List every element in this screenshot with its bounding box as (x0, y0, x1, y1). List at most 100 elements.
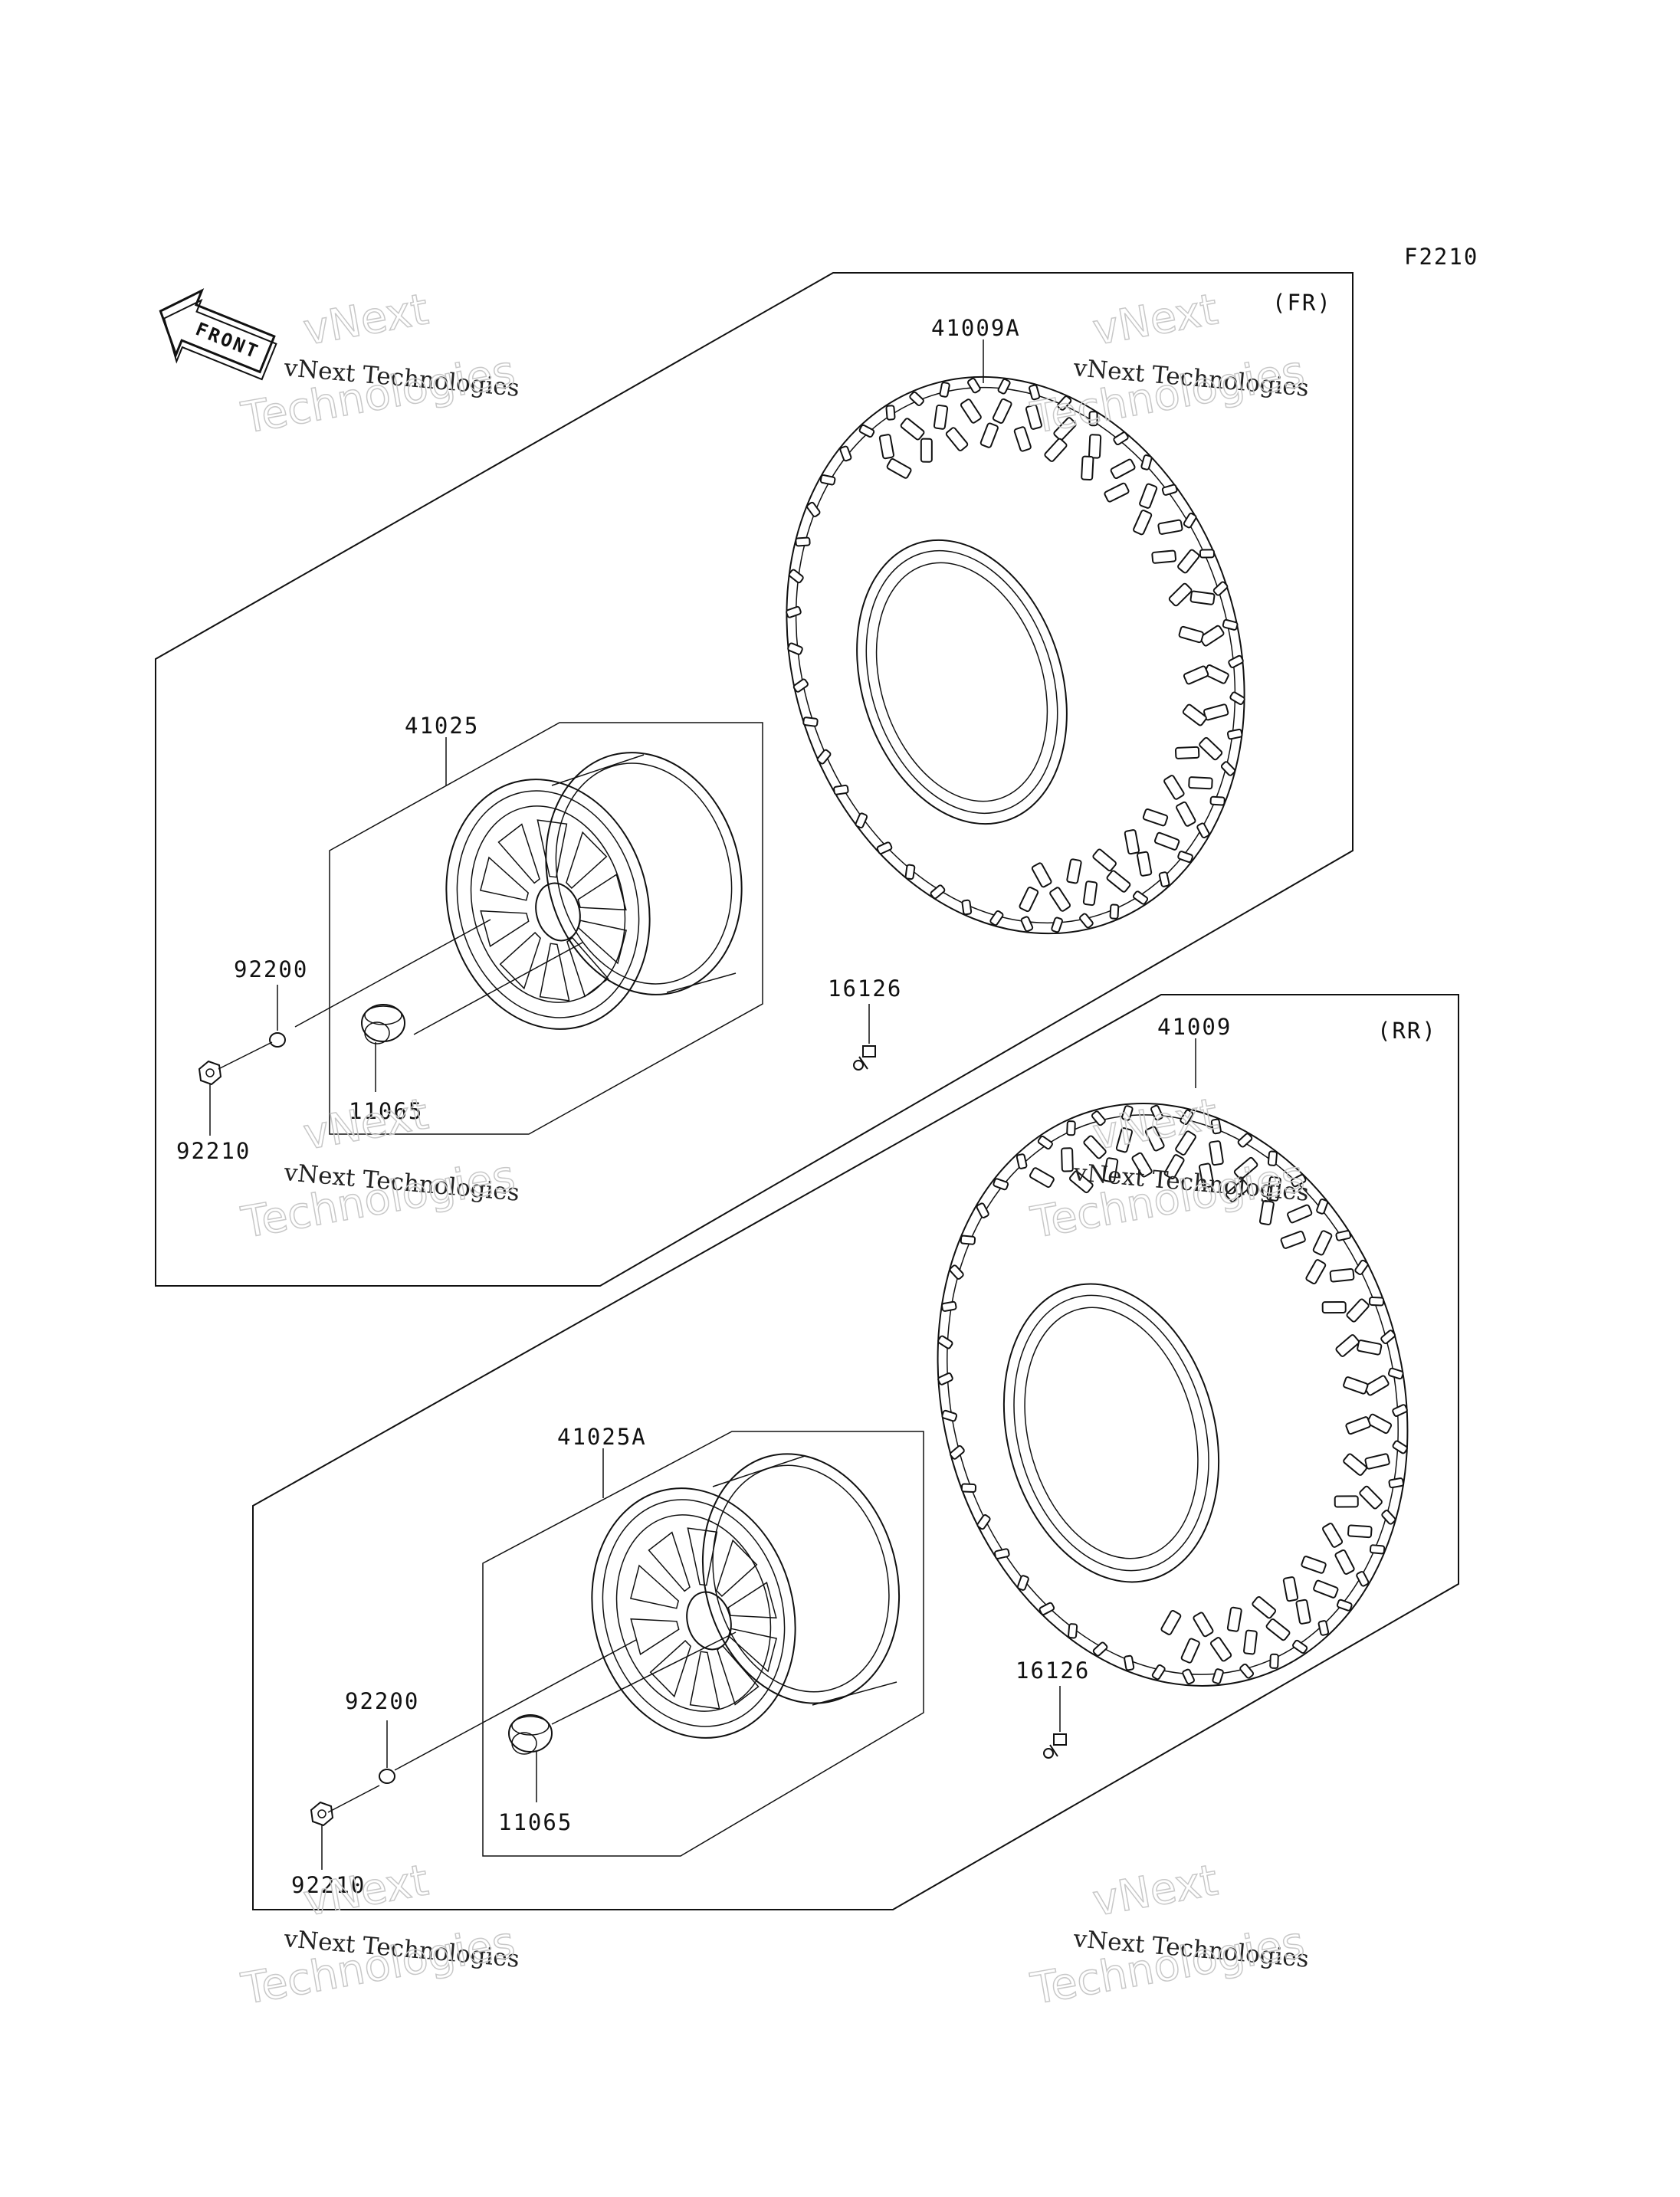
front-wheel-box (329, 722, 763, 1135)
tread-block (1174, 746, 1200, 759)
tread-block (1196, 822, 1210, 838)
watermark-line1: vNext (1089, 1855, 1221, 1926)
tread-block (833, 784, 849, 795)
tread-block (1226, 1179, 1250, 1203)
tread-block (1359, 1485, 1383, 1510)
rear-group-frame (252, 994, 1459, 1910)
tread-block (1290, 1174, 1307, 1188)
tread-block (1322, 1523, 1344, 1548)
front-group-label: (FR) (1272, 290, 1332, 316)
front-valve-part-number: 16126 (828, 976, 902, 1002)
tread-block (1140, 454, 1153, 471)
tread-block (1088, 434, 1102, 459)
tread-block (855, 812, 868, 829)
tread-block (1334, 1495, 1359, 1508)
tread-block (1209, 1140, 1224, 1166)
tread-block (960, 398, 982, 424)
tread-block (1177, 851, 1193, 863)
tread-block (886, 457, 912, 479)
front-tire (786, 375, 1245, 935)
tread-block (1020, 916, 1034, 933)
tread-block (1267, 1150, 1278, 1166)
tread-block (1369, 1544, 1386, 1555)
wheel-spoke (727, 1628, 778, 1673)
tread-block (930, 884, 946, 900)
tread-block (1282, 1576, 1299, 1602)
tread-block (1183, 665, 1209, 685)
tread-block (1212, 1668, 1224, 1684)
tread-block (1367, 1413, 1393, 1435)
tread-block (1343, 1453, 1367, 1476)
tread-block (989, 910, 1004, 926)
tread-block (1029, 384, 1041, 401)
tread-block (940, 1300, 957, 1312)
tread-block (1081, 455, 1094, 481)
tread-block (1124, 1654, 1135, 1671)
tread-block (1233, 1156, 1258, 1180)
tread-block (795, 536, 811, 547)
watermark-line3: Technologies (238, 1151, 519, 1248)
tread-block (994, 1548, 1010, 1559)
tread-block (1092, 848, 1117, 872)
tread-block (976, 1202, 989, 1218)
tread-block (1082, 880, 1098, 907)
tread-block (819, 474, 836, 486)
tread-block (976, 1514, 991, 1530)
wheel-spoke (480, 910, 530, 947)
tread-block (1153, 831, 1180, 851)
tread-block (1057, 395, 1072, 411)
tread-block (1209, 795, 1226, 806)
tread-block (1280, 1231, 1306, 1249)
tread-block (1113, 431, 1129, 446)
tread-block (1346, 1298, 1370, 1323)
watermark-line3: Technologies (238, 346, 519, 444)
tread-block (1381, 1510, 1396, 1525)
wheel-spoke (566, 936, 609, 998)
tread-block (1132, 890, 1149, 905)
tread-block (1193, 1612, 1214, 1638)
tread-block (1016, 1575, 1029, 1591)
tread-block (1158, 871, 1170, 887)
tread-block (1163, 775, 1185, 800)
tread-block (1222, 618, 1239, 631)
tread-block (786, 605, 802, 618)
wheel-spoke (577, 920, 628, 965)
tread-block (1157, 519, 1183, 535)
tread-block (960, 1235, 976, 1245)
rear-tire (937, 1103, 1409, 1687)
tread-block (1178, 625, 1204, 644)
tread-block (1239, 1663, 1255, 1679)
watermark-line1: vNext (1089, 1089, 1221, 1159)
wheel-spoke (630, 1618, 680, 1655)
rear-wheel (591, 1453, 901, 1739)
tread-block (1061, 1147, 1074, 1172)
tread-block (1392, 1404, 1408, 1417)
tread-block (909, 391, 924, 406)
rear-nut (310, 1801, 334, 1827)
tread-block (1265, 1618, 1291, 1641)
rear-group-label: (RR) (1377, 1018, 1437, 1044)
rear-cap-part-number: 11065 (498, 1809, 573, 1835)
tread-block (1150, 1104, 1163, 1121)
tread-block (1343, 1376, 1369, 1395)
tread-block (937, 1372, 953, 1385)
wheel-spoke (649, 1640, 691, 1698)
tread-block (950, 1444, 965, 1460)
watermark-line1: vNext (300, 1855, 431, 1926)
tread-block (1016, 1153, 1028, 1169)
tread-block (858, 424, 875, 438)
tread-block (1316, 1199, 1329, 1215)
tread-block (1199, 736, 1223, 761)
tread-block (1292, 1639, 1308, 1654)
rear-nut-part-number: 92210 (291, 1872, 366, 1898)
tread-block (816, 749, 832, 765)
tread-block (1220, 761, 1236, 776)
tread-block (1226, 728, 1243, 740)
tread-block (1266, 1176, 1281, 1202)
tread-block (1336, 1599, 1353, 1612)
tread-block (1037, 1135, 1053, 1150)
tread-block (992, 398, 1012, 424)
tread-block (1226, 1606, 1242, 1632)
